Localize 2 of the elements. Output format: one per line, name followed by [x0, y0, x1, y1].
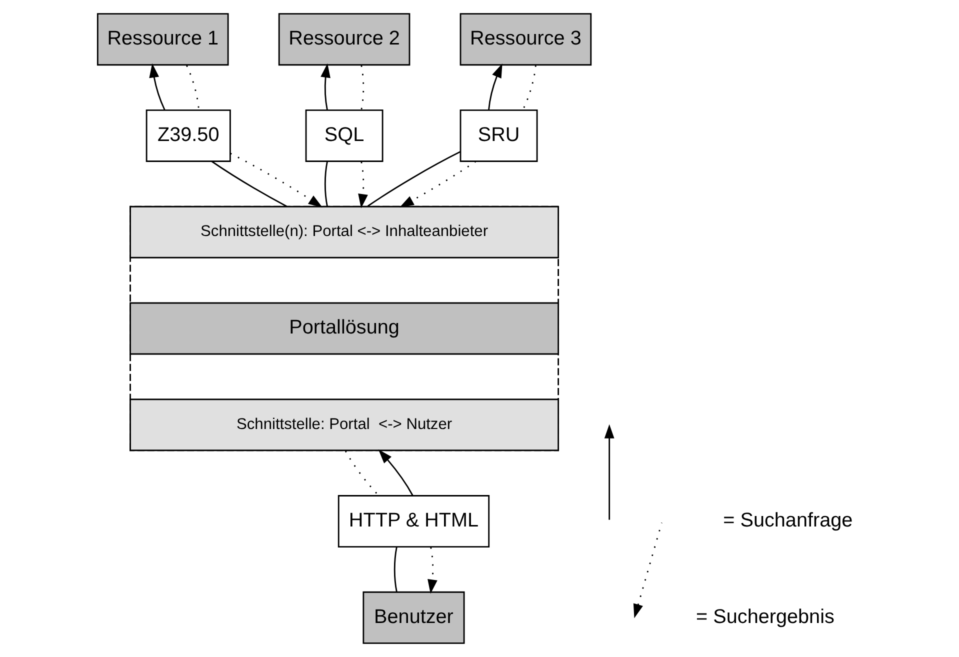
legend-label: = Suchanfrage [722, 510, 852, 532]
legend-label: = Suchergebnis [696, 606, 834, 628]
